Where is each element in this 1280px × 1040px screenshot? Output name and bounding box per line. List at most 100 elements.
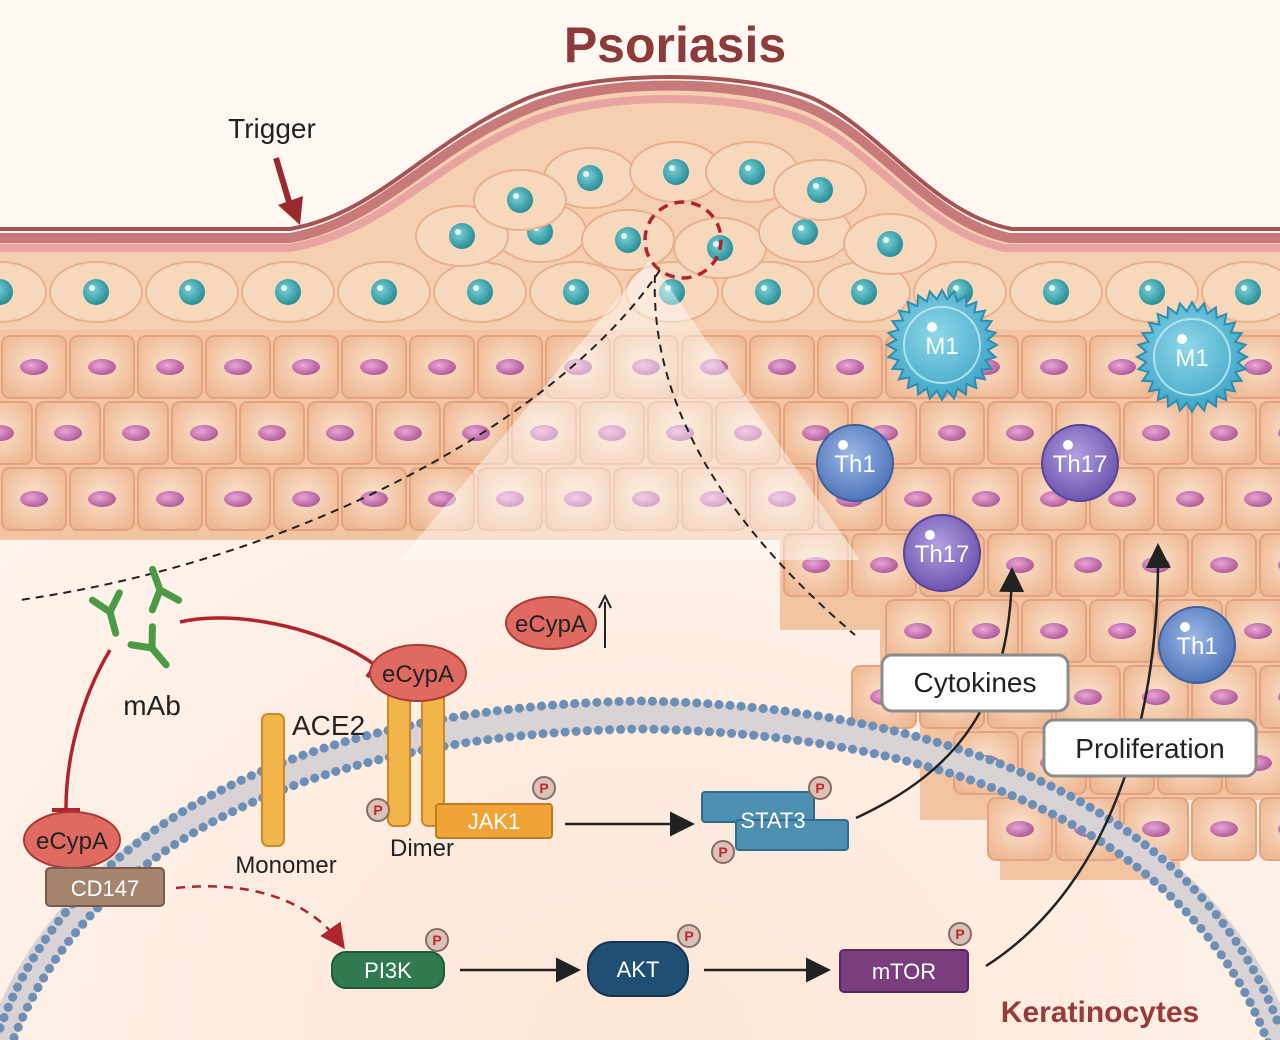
nucleus — [577, 165, 603, 191]
trigger-label: Trigger — [228, 113, 316, 144]
ecypa-label: eCypA — [36, 828, 108, 855]
nucleus — [449, 223, 475, 249]
stat3-node: STAT3 P P — [701, 776, 849, 864]
nucleus — [1108, 491, 1136, 507]
nucleus — [292, 491, 320, 507]
nucleus — [663, 159, 689, 185]
nucleus — [1043, 279, 1069, 305]
nucleus — [1235, 279, 1261, 305]
nucleus — [122, 425, 150, 441]
th17-cell: Th17 — [1041, 424, 1119, 502]
nucleus — [224, 359, 252, 375]
up-arrow-icon — [598, 593, 612, 609]
nucleus — [768, 359, 796, 375]
nucleus — [507, 187, 533, 213]
nucleus — [1142, 689, 1170, 705]
nucleus — [1040, 623, 1068, 639]
antibody-icon — [148, 565, 183, 614]
phospho-badge: P — [532, 776, 556, 800]
mab-label: mAb — [123, 690, 181, 721]
epidermis — [0, 75, 1280, 330]
phospho-badge: P — [711, 840, 735, 864]
trigger-annotation: Trigger — [228, 113, 316, 225]
nucleus — [1210, 557, 1238, 573]
nucleus — [1244, 491, 1272, 507]
basal-cell — [1259, 401, 1280, 465]
nucleus — [88, 491, 116, 507]
nucleus — [1108, 623, 1136, 639]
basal-cell — [0, 401, 33, 465]
nucleus — [83, 279, 109, 305]
ace2-dimer: eCypA P Dimer — [366, 644, 467, 862]
nucleus — [700, 491, 728, 507]
nucleus — [1142, 425, 1170, 441]
phospho-badge: P — [677, 924, 701, 948]
nucleus — [190, 425, 218, 441]
phospho-badge: P — [425, 928, 449, 952]
cytokines-box: Cytokines — [880, 653, 1070, 713]
monomer-label: Monomer — [235, 852, 336, 879]
nucleus — [734, 425, 762, 441]
nucleus — [0, 279, 13, 305]
nucleus — [1244, 359, 1272, 375]
nucleus — [1006, 425, 1034, 441]
nucleus — [54, 425, 82, 441]
m1-cell: M1 — [1134, 299, 1250, 415]
jak1-node: JAK1 P — [435, 776, 556, 839]
nucleus — [0, 425, 14, 441]
nucleus — [659, 279, 685, 305]
th17-cell: Th17 — [903, 514, 981, 592]
spinous-cell — [0, 261, 47, 323]
nucleus — [768, 491, 796, 507]
nucleus — [792, 219, 818, 245]
ace2-monomer: ACE2 Monomer — [235, 710, 365, 879]
nucleus — [88, 359, 116, 375]
nucleus — [700, 359, 728, 375]
ace2-label: ACE2 — [292, 710, 365, 741]
nucleus — [739, 159, 765, 185]
nucleus — [1210, 425, 1238, 441]
cell-membrane — [0, 696, 1280, 1040]
stat3-label: STAT3 — [740, 808, 805, 833]
skin-tissue — [0, 300, 1280, 880]
nucleus — [156, 491, 184, 507]
nucleus — [632, 491, 660, 507]
th17-label: Th17 — [1053, 451, 1108, 478]
nucleus — [972, 491, 1000, 507]
nucleus — [224, 491, 252, 507]
nucleus — [360, 491, 388, 507]
th1-cell: Th1 — [1158, 606, 1236, 684]
ecypa-label: eCypA — [515, 611, 587, 638]
mtor-node: mTOR P — [839, 922, 972, 993]
akt-label: AKT — [617, 957, 660, 982]
nucleus — [371, 279, 397, 305]
basal-cell — [1259, 533, 1280, 597]
nucleus — [851, 279, 877, 305]
th1-label: Th1 — [834, 451, 875, 478]
nucleus — [496, 359, 524, 375]
phospho-badge: P — [948, 922, 972, 946]
dimer-label: Dimer — [390, 835, 454, 862]
th17-label: Th17 — [915, 541, 970, 568]
nucleus — [877, 231, 903, 257]
phospho-badge: P — [366, 798, 390, 822]
nucleus — [836, 359, 864, 375]
spinous-cell-layer — [0, 141, 1280, 323]
nucleus — [1040, 359, 1068, 375]
nucleus — [904, 491, 932, 507]
nucleus — [615, 227, 641, 253]
nucleus — [938, 425, 966, 441]
pi3k-label: PI3K — [364, 958, 412, 983]
pathway-arrows — [175, 543, 1171, 983]
nucleus — [563, 279, 589, 305]
th1-label: Th1 — [1176, 633, 1217, 660]
m1-label: M1 — [1175, 345, 1208, 372]
nucleus — [1176, 491, 1204, 507]
mab-antibodies: mAb — [88, 565, 183, 721]
nucleus — [258, 425, 286, 441]
nucleus — [1006, 821, 1034, 837]
nucleus — [598, 425, 626, 441]
mtor-label: mTOR — [872, 959, 936, 984]
nucleus — [428, 491, 456, 507]
